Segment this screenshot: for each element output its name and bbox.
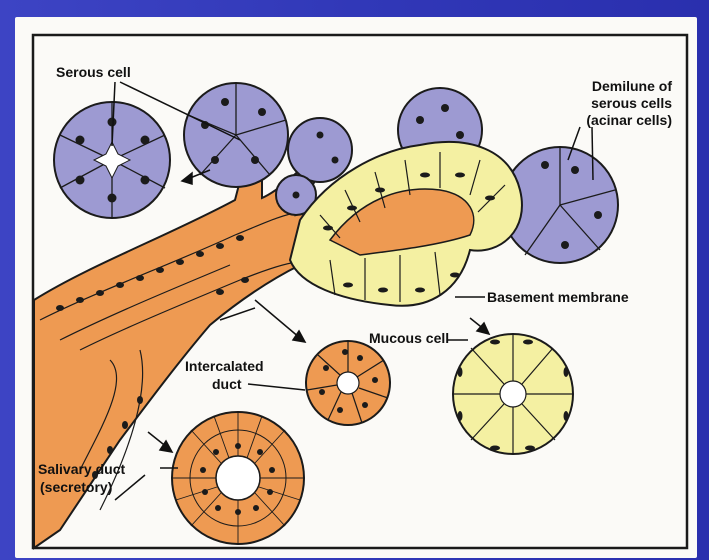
salivary-duct-cross-section [172,412,304,544]
label-basement-membrane: Basement membrane [487,289,629,306]
serous-acinus-top [184,83,288,187]
label-serous-cell: Serous cell [56,64,131,81]
label-demilune-line3: (acinar cells) [562,112,672,129]
label-demilune-line2: serous cells [562,95,672,112]
label-salivary-line2: (secretory) [40,479,112,496]
label-demilune-line1: Demilune of [562,78,672,95]
label-mucous-cell: Mucous cell [369,330,449,347]
label-intercalated-line2: duct [212,376,242,393]
label-intercalated-line1: Intercalated [185,358,264,375]
label-salivary-line1: Salivary duct [38,461,125,478]
mucous-acinus-cross-section [453,334,573,454]
intercalated-duct-cross-section [306,341,390,425]
serous-acinus-cross-section [54,102,170,218]
